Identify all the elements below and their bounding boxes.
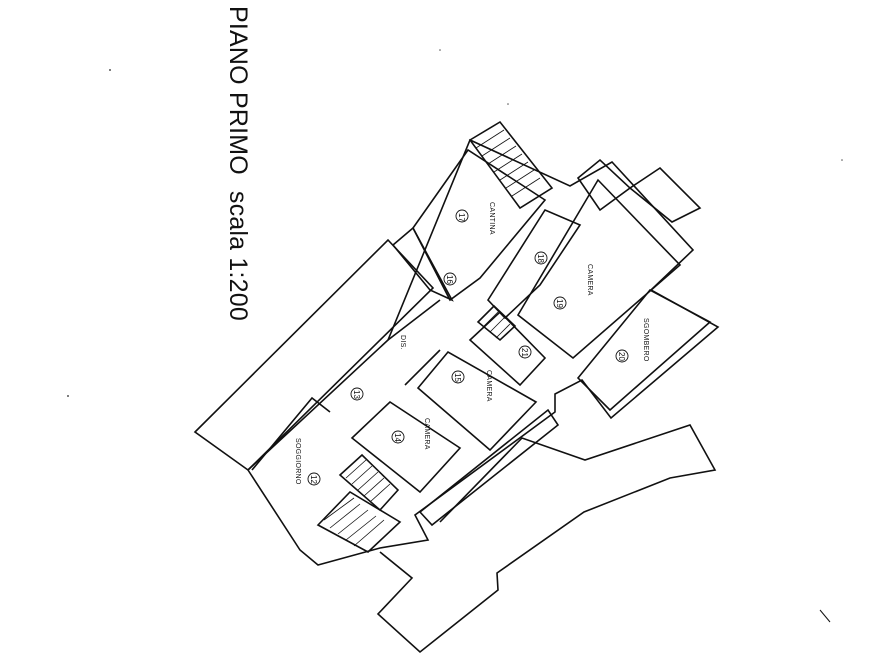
scan-speck xyxy=(507,103,509,105)
stair-top xyxy=(468,120,554,210)
room-number-ring xyxy=(451,370,465,384)
scan-speck xyxy=(439,49,441,51)
room-label: CAMERA xyxy=(586,264,593,296)
room-number-ring xyxy=(534,251,548,265)
room-label: CAMERA xyxy=(485,370,492,402)
room-label: CANTINA xyxy=(488,202,495,235)
room-label: SGOMBERO xyxy=(642,318,649,362)
walls xyxy=(247,138,720,566)
outer-outline xyxy=(193,238,717,654)
room-number: 19 xyxy=(555,299,564,308)
room-number: 17 xyxy=(457,213,466,222)
room-number-ring xyxy=(391,430,405,444)
room-number: 20 xyxy=(617,352,626,361)
room-soggiorno: SOGGIORNO 12 xyxy=(294,438,321,486)
room-21: 21 xyxy=(518,345,532,359)
room-camera-14: CAMERA 14 xyxy=(391,418,430,450)
scan-mark xyxy=(819,609,831,623)
room-label: DIS. xyxy=(399,335,406,350)
stair-bottom xyxy=(316,453,402,553)
room-18: 18 xyxy=(534,251,548,265)
room-dis: DIS. 13 xyxy=(350,335,406,401)
room-sgombero: SGOMBERO 20 xyxy=(615,318,649,363)
room-number-ring xyxy=(307,472,321,486)
room-number-ring xyxy=(553,296,567,310)
room-number-ring xyxy=(443,272,457,286)
room-number: 14 xyxy=(393,433,402,442)
scan-speck xyxy=(841,159,843,161)
room-number: 12 xyxy=(309,475,318,484)
room-camera-15: CAMERA 15 xyxy=(451,370,492,402)
room-label: CAMERA xyxy=(423,418,430,450)
room-label: SOGGIORNO xyxy=(294,438,301,485)
room-number: 15 xyxy=(453,373,462,382)
room-number-ring xyxy=(455,209,469,223)
room-number: 13 xyxy=(352,390,361,399)
room-number: 18 xyxy=(536,254,545,263)
room-camera-19: CAMERA 19 xyxy=(553,264,593,310)
room-number: 21 xyxy=(520,348,529,357)
scan-speck xyxy=(109,69,111,71)
room-number-ring xyxy=(518,345,532,359)
scan-speck xyxy=(67,395,69,397)
room-cantina: CANTINA 17 xyxy=(455,202,495,235)
stair-middle xyxy=(476,304,517,342)
room-number: 16 xyxy=(445,275,454,284)
room-number-ring xyxy=(615,349,629,363)
room-16: 16 xyxy=(443,272,457,286)
room-number-ring xyxy=(350,387,364,401)
